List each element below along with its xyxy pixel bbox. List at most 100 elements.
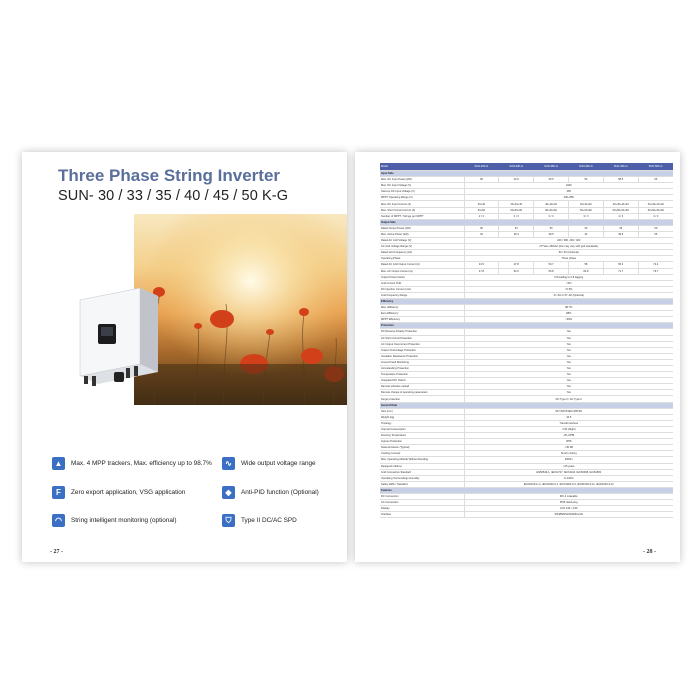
row-label: Max. Short Circuit Current (A) [380, 207, 464, 214]
table-row: MPPT Operating Range (V)200~850 [380, 194, 673, 202]
row-label: Max. DC Input Current (A) [380, 200, 464, 208]
row-value: 40+40 [463, 200, 499, 208]
row-label: Max. AC Output Current (A) [380, 268, 464, 275]
page-number: - 27 - [50, 549, 63, 555]
header-cell-model: SUN-40K-G [568, 163, 604, 171]
section-row: General Data [380, 402, 673, 409]
row-label: Anti-islanding Protection [380, 365, 464, 373]
feature-item: ▲ Max. 4 MPP trackers, Max. efficiency u… [52, 457, 212, 470]
row-value: 40 [567, 225, 604, 232]
row-value: 50 / 60 (Optional) [463, 249, 673, 257]
row-value: IP65 rated plug [463, 499, 673, 507]
row-label: AC Connection [380, 499, 464, 507]
row-value: 220 / 380, 230 / 400 [463, 237, 673, 245]
feature-item: F Zero export application, VSG applicati… [52, 486, 185, 499]
table-row: Rated Grid Frequency (Hz)50 / 60 (Option… [380, 249, 673, 257]
row-label: AC Grid Voltage Range (V) [380, 243, 464, 251]
row-value: 2000m [463, 456, 673, 464]
row-value: 42.9 [498, 176, 534, 184]
row-value: 35 [533, 225, 569, 232]
row-label: Euro Efficiency [380, 310, 464, 318]
row-value: Yes [463, 341, 673, 348]
row-value: Yes [463, 353, 673, 360]
monitor-icon: ◠ [52, 514, 65, 527]
row-label: Running Temperature [380, 432, 464, 440]
row-value: 3 / 3 [567, 213, 604, 220]
table-row: Start-up DC Input Voltage (V)250 [380, 188, 673, 196]
row-value: Yes [463, 383, 673, 391]
row-value: DC Type II / AC Type II [463, 395, 673, 403]
header-cell-model: SUN-35K-G [533, 163, 569, 171]
table-row: Max. DC Input Voltage (V)1000 [380, 182, 673, 190]
row-label: Rated Output Power (kW) [380, 225, 464, 232]
row-value: 60+60+60 [567, 207, 604, 214]
row-value: LCD 240 × 160 [463, 505, 673, 513]
row-value: 49.5 [602, 231, 639, 239]
row-label: Rated AC Grid Voltage (V) [380, 237, 464, 245]
row-value: 277Vac~460Vac (this may vary with grid s… [463, 243, 673, 251]
section-title: Input Side [380, 170, 673, 178]
row-value: 44.5 [463, 414, 673, 421]
row-value: 36.3 [498, 231, 534, 239]
row-value: 3 / 3 [533, 213, 569, 220]
row-label: Display [380, 505, 464, 513]
table-row: Size (mm)647.5W×519H×265.5D [380, 408, 673, 415]
section-row: Input Side [380, 170, 673, 178]
section-title: Output Side [380, 219, 673, 226]
row-value: 0.8 leading to 0.8 lagging [463, 274, 673, 281]
left-page: Three Phase String Inverter SUN- 30 / 33… [22, 152, 347, 562]
row-value: 72.4 [637, 261, 673, 269]
row-label: Max. DC Input Voltage (V) [380, 182, 464, 190]
row-value: 2 / 3 [463, 213, 499, 220]
row-label: DC Injection Current (mA) [380, 286, 464, 293]
row-label: Temperature Protection [380, 371, 464, 379]
row-label: Integrated DC Switch [380, 377, 464, 385]
row-value: >25 years [463, 463, 673, 470]
row-label: Max. Operating Altitude Without Derating [380, 456, 464, 464]
row-value: Transformerless [463, 420, 673, 427]
row-label: DC Connection [380, 493, 464, 501]
row-label: Surge protection [380, 395, 464, 403]
row-value: 47.8 [463, 268, 499, 275]
row-value: 45.5 [533, 176, 569, 184]
row-label: MPPT Operating Range (V) [380, 194, 464, 202]
row-value: IP65 [463, 438, 673, 446]
feature-item: ⛉ Type II DC/AC SPD [222, 514, 297, 527]
header-cell-model: SUN-33K-G [498, 163, 534, 171]
row-label: Max. DC Input Power (kW) [380, 176, 464, 184]
row-label: Size (mm) [380, 408, 464, 415]
row-label: Insulation Resistance Protection [380, 353, 464, 360]
model-subtitle: SUN- 30 / 33 / 35 / 40 / 45 / 50 K-G [58, 188, 289, 204]
row-value: 71.7 [602, 268, 639, 275]
row-value: IEC62109-1/-2, IEC61000-6-1, IEC61000-6-… [463, 481, 673, 488]
row-value: <1W (Night) [463, 426, 673, 434]
row-label: Grid Connection Standard [380, 469, 464, 476]
table-row: Noise Emission (Typical)<45 dB [380, 444, 673, 452]
row-label: DC Reverse-Polarity Protection [380, 328, 464, 336]
row-value: 52 [567, 176, 604, 184]
table-row: Grid Current THD<3% [380, 280, 673, 287]
row-value: 65 [637, 176, 673, 184]
section-title: General Data [380, 402, 673, 409]
row-value: <0.5% [463, 286, 673, 293]
row-label: Rated AC Grid Output Current (A) [380, 261, 464, 269]
row-value: 1000 [463, 182, 673, 190]
row-label: Safety EMC / Standard [380, 481, 464, 488]
row-value: 250 [463, 188, 673, 196]
row-value: 33 [498, 225, 534, 232]
row-label: MPPT Efficiency [380, 316, 464, 324]
header-cell-label: Model [380, 163, 464, 171]
